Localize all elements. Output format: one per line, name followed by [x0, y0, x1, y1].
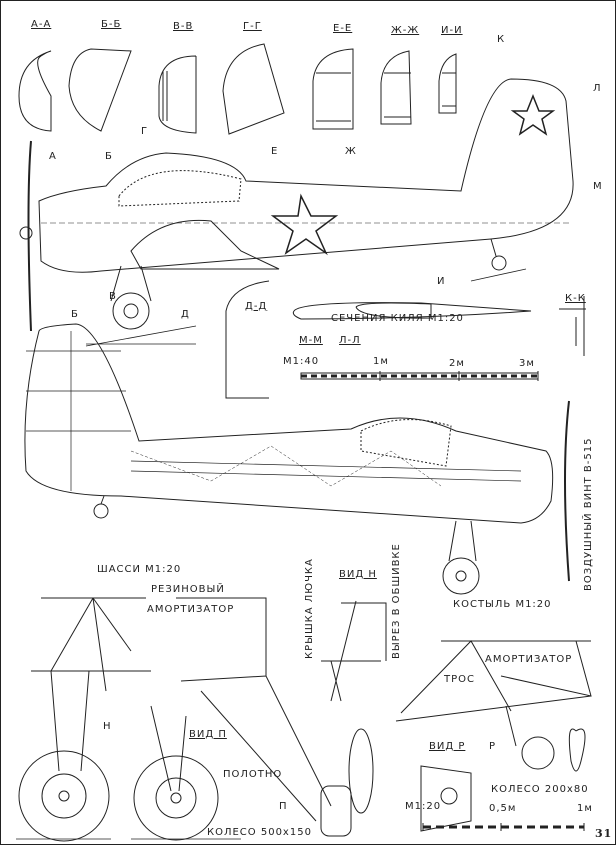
scale-tick-3m: 3м	[519, 358, 535, 369]
section-a-a: А-А	[31, 19, 52, 30]
cross-sections	[18, 43, 457, 135]
mark-v: В	[109, 291, 117, 302]
hatch-cover-label: КРЫШКА ЛЮЧКА	[304, 558, 315, 659]
tail-skid-views	[395, 640, 592, 832]
scale-gear-label: М1:20	[405, 801, 442, 812]
page-number: 31	[595, 827, 613, 840]
view-n-label: ВИД Н	[339, 569, 377, 580]
rubber-shock-label-2: АМОРТИЗАТОР	[147, 604, 235, 615]
scale-bar-main	[300, 371, 539, 381]
view-p-label: ВИД П	[189, 729, 227, 740]
wheel-main-label: КОЛЕСО 500х150	[207, 827, 312, 838]
mark-b2: Б	[71, 309, 79, 320]
mark-b: Б	[105, 151, 113, 162]
scale-gear-tick-05m: 0,5м	[489, 803, 517, 814]
section-l-l: Л-Л	[339, 335, 361, 346]
mark-e: Е	[271, 146, 279, 157]
mark-n: Н	[103, 721, 112, 732]
propeller-label: ВОЗДУШНЫЙ ВИНТ В-515	[583, 437, 594, 591]
mark-m: М	[593, 181, 603, 192]
side-view-lower	[24, 323, 570, 595]
tail-skid-title: КОСТЫЛЬ М1:20	[453, 599, 552, 610]
shock-absorber-label: АМОРТИЗАТОР	[485, 654, 573, 665]
mark-zh: Ж	[345, 146, 357, 157]
landing-gear-views	[16, 597, 387, 842]
scale-bar-gear	[422, 823, 585, 831]
mark-i: И	[437, 276, 446, 287]
section-k-k: К-К	[565, 293, 586, 304]
fabric-label: ПОЛОТНО	[223, 769, 283, 780]
landing-gear-title: ШАССИ М1:20	[97, 564, 182, 575]
section-g-g: Г-Г	[243, 21, 262, 32]
rubber-shock-label-1: РЕЗИНОВЫЙ	[151, 584, 225, 595]
mark-k: К	[497, 34, 506, 45]
mark-d: Д	[181, 309, 190, 320]
section-b-b: Б-Б	[101, 19, 122, 30]
mark-g: Г	[141, 126, 149, 137]
mark-l: Л	[593, 83, 602, 94]
fin-sections	[225, 280, 586, 399]
cable-label: ТРОС	[444, 674, 475, 685]
mark-r: Р	[489, 741, 497, 752]
mark-p: П	[279, 801, 288, 812]
scale-tick-2m: 2м	[449, 358, 465, 369]
fin-sections-title: СЕЧЕНИЯ КИЛЯ М1:20	[331, 313, 464, 324]
scale-gear-tick-1m: 1м	[577, 803, 593, 814]
mark-a: А	[49, 151, 57, 162]
section-i-i: И-И	[441, 25, 463, 36]
scale-tick-1m: 1м	[373, 356, 389, 367]
section-m-m: М-М	[299, 335, 323, 346]
scale-main-label: М1:40	[283, 356, 320, 367]
skin-cutout-label: ВЫРЕЗ В ОБШИВКЕ	[391, 543, 402, 659]
section-e-e: Е-Е	[333, 23, 353, 34]
section-d-d: Д-Д	[245, 301, 268, 312]
view-r-label: ВИД Р	[429, 741, 466, 752]
section-zh-zh: Ж-Ж	[391, 25, 420, 36]
wheel-small-label: КОЛЕСО 200х80	[491, 784, 589, 795]
side-view-upper	[19, 78, 574, 347]
section-v-v: В-В	[173, 21, 194, 32]
